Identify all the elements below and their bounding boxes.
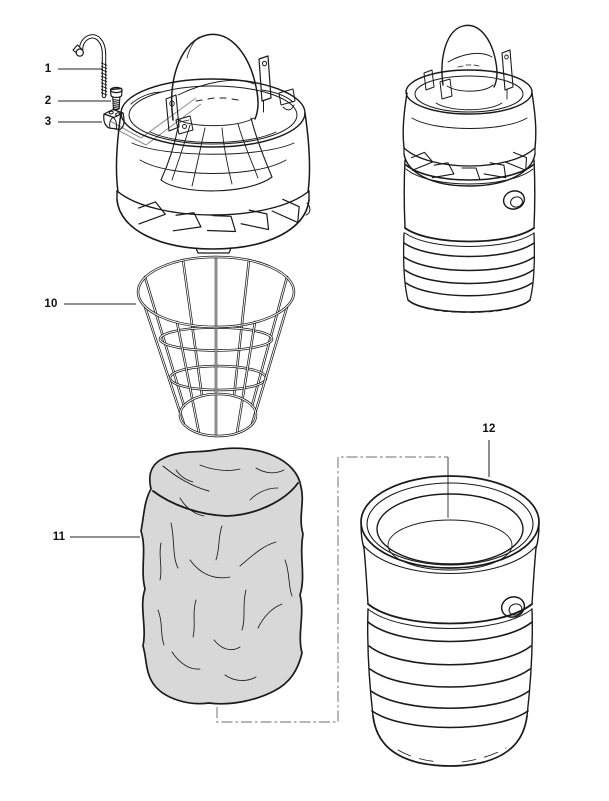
clamp-drawing [103,108,125,131]
callout-12-label: 12 [482,423,496,435]
ribs-container [367,621,533,729]
latch-band-lugs [137,198,300,233]
cord-bracket [165,94,180,132]
inlet-port-assembled [502,190,526,210]
skirt-ribs [171,123,259,187]
assembled-vacuum-drawing [402,24,537,313]
callout-2-label: 2 [44,95,52,107]
screw-drawing [109,86,123,111]
motor-dome-outline [171,33,259,121]
dome-vent-dashes-small [457,64,480,68]
filter-basket-drawing [136,255,296,438]
assembly-phantom-lines [109,97,449,723]
cable-hook-drawing [72,34,108,99]
bag-top-fold [152,482,299,517]
filter-bag-drawing [140,447,304,705]
container-rim-outer [360,475,540,569]
callout-1-label: 1 [44,63,52,75]
callout-leader-lines [58,68,490,538]
mounting-tab [258,55,272,102]
fastener-phantom-lines [109,97,202,146]
screw-threads [112,99,120,109]
callout-11-label: 11 [52,531,66,543]
bag-outline [140,447,304,705]
bag-to-container-phantom-line [216,456,448,723]
latch-band-lugs-small [410,151,528,181]
callout-10-label: 10 [44,298,58,310]
inlet-port [500,596,526,618]
cable-hatching [100,62,108,96]
latch-band-top [116,190,310,216]
latch-band-bottom [116,199,310,250]
dome-vent-dashes [195,97,239,102]
bag-creases [157,464,293,681]
mounting-tab-small [501,49,514,91]
container-drawing [360,475,540,767]
motor-head-drawing [115,33,311,254]
callout-3-label: 3 [44,116,52,128]
ribs-assembled [403,242,535,297]
container-opening [376,493,524,565]
